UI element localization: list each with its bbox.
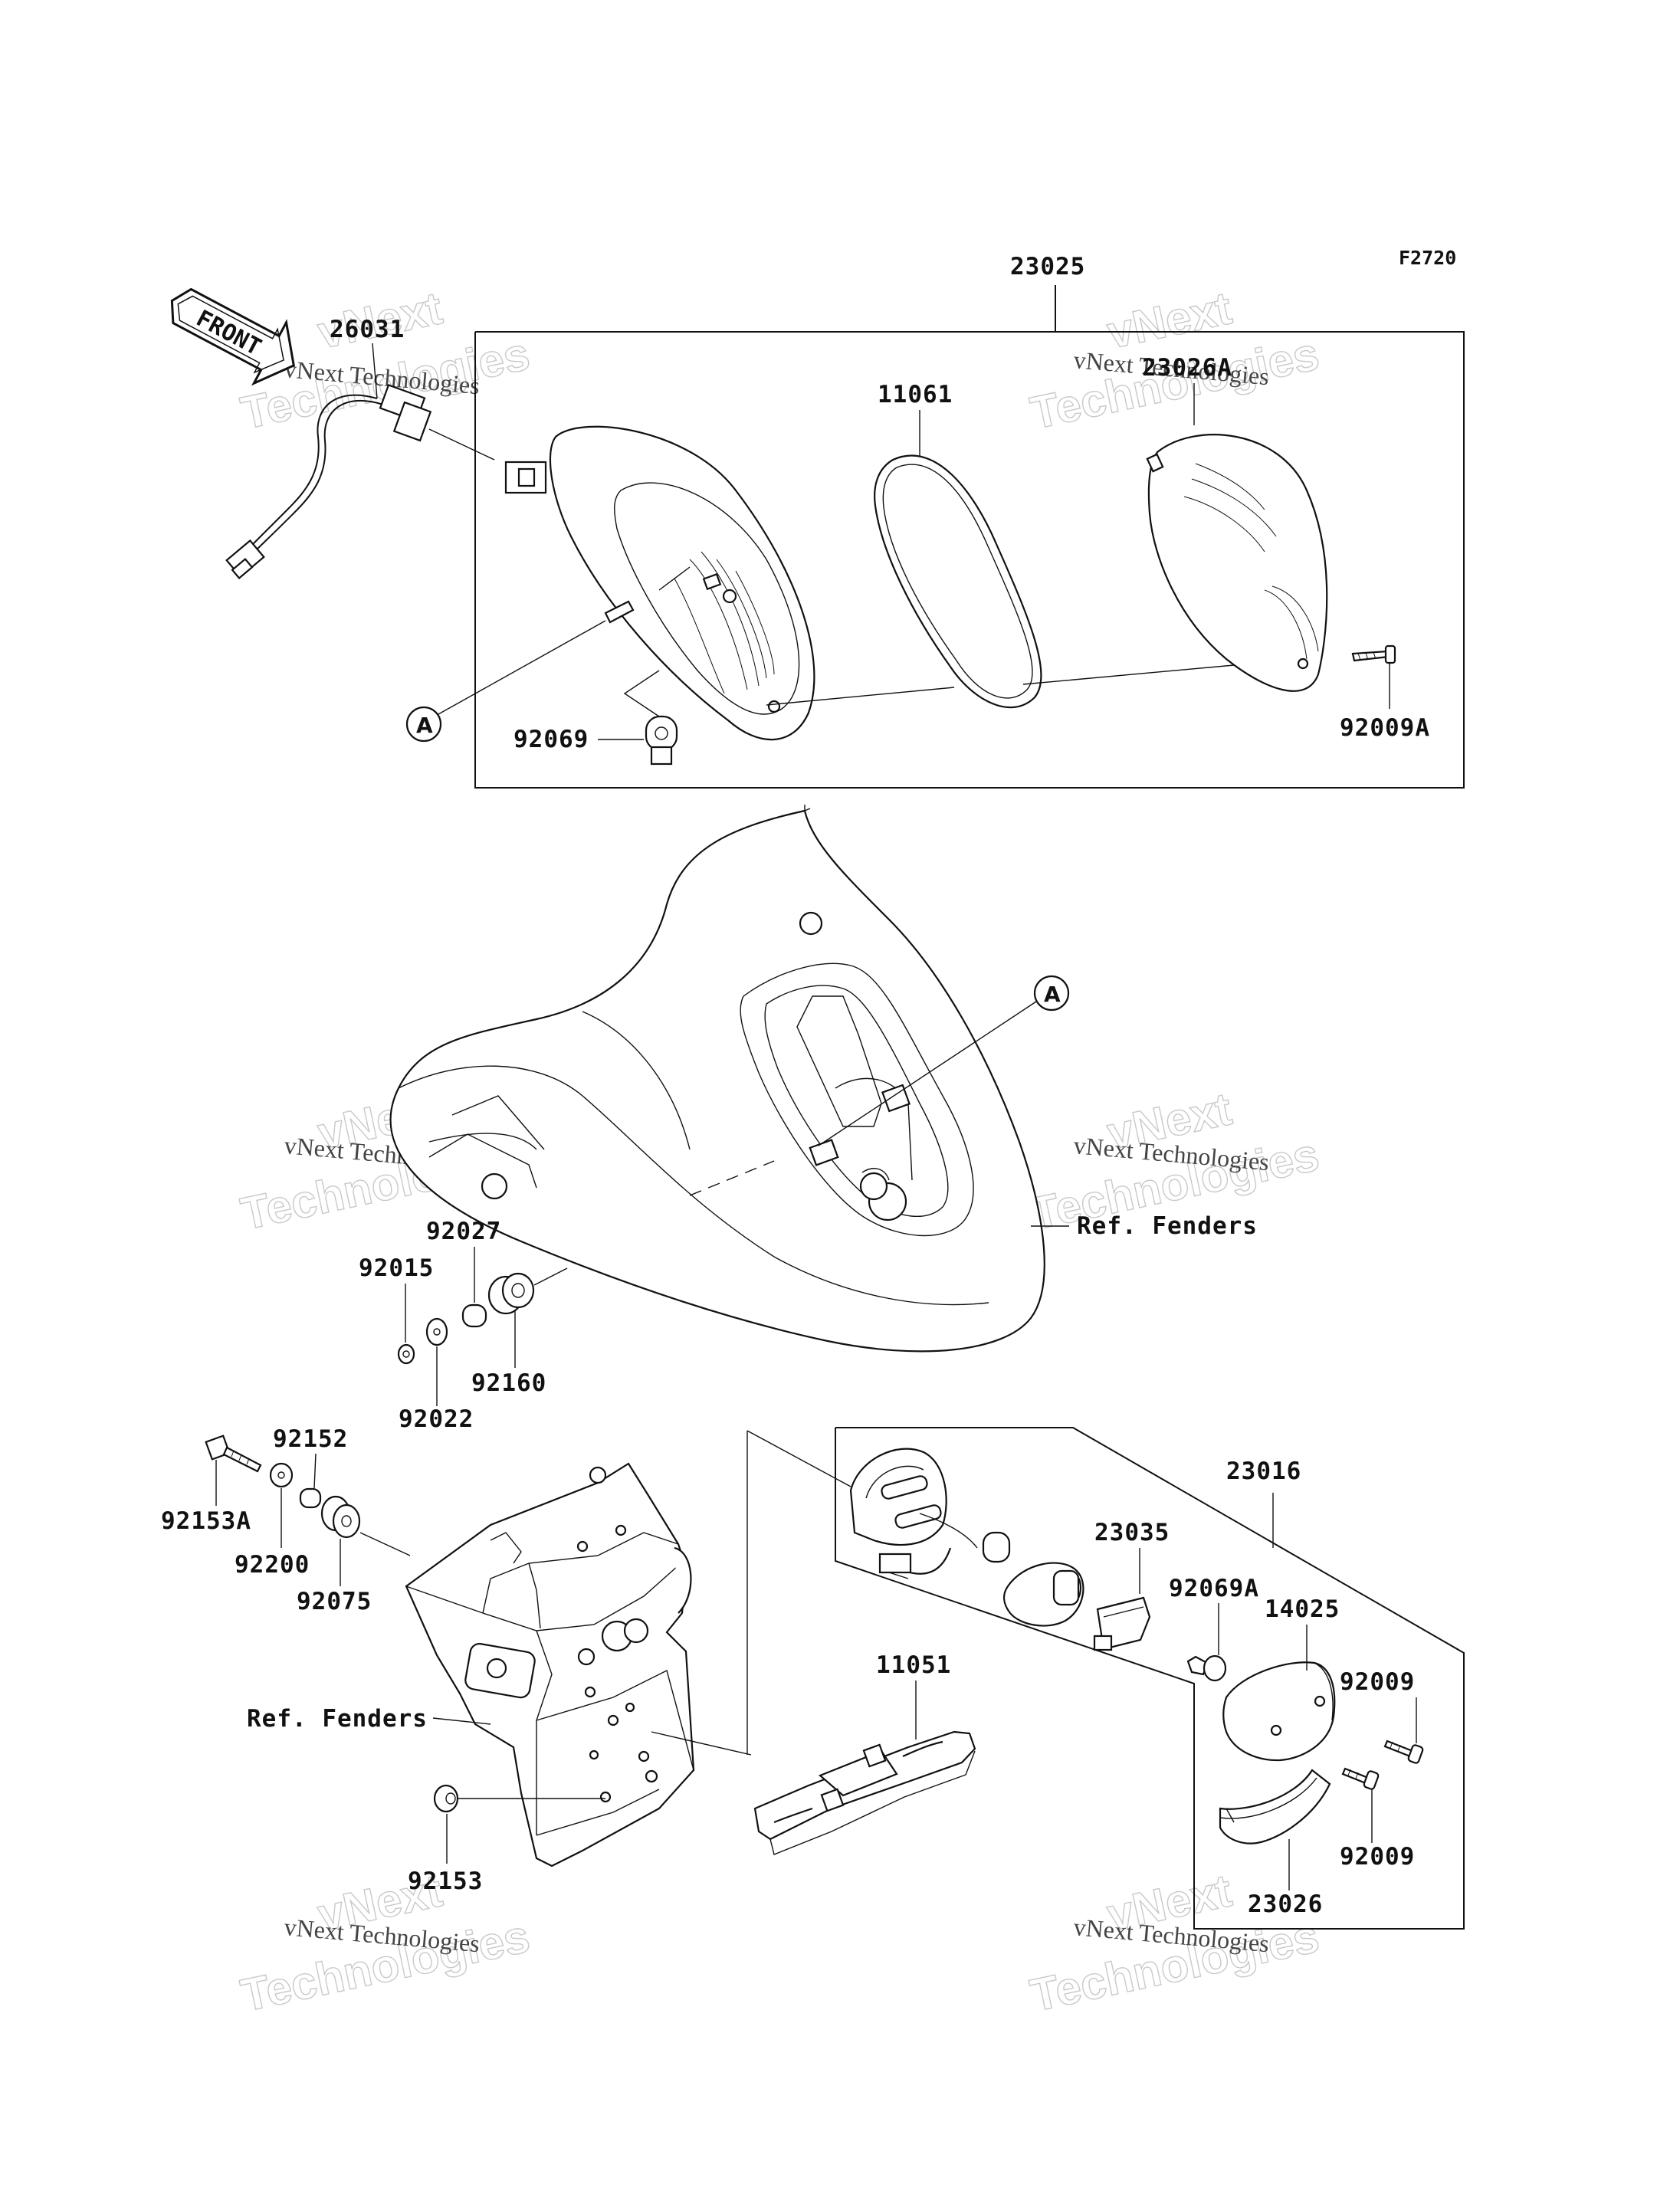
socket-housing: [849, 1448, 1011, 1579]
bolt-92153: [433, 1784, 605, 1813]
label-92027: 92027: [426, 1218, 501, 1245]
watermark-bottom-right: vNext Technologies vNext Technologies: [1025, 1864, 1324, 2022]
screw-92009A: [1351, 644, 1396, 664]
mount-fasteners: [269, 1462, 411, 1556]
label-23026A: 23026A: [1142, 354, 1232, 382]
ref-fenders-bottom: Ref. Fenders: [247, 1705, 428, 1733]
label-26031: 26031: [330, 316, 405, 343]
label-92009-upper: 92009: [1340, 1668, 1415, 1696]
license-light-assembly-box: [746, 1427, 1465, 1930]
bolt-92153A: [205, 1435, 262, 1473]
grommet-stack: [397, 1267, 568, 1365]
label-92153: 92153: [408, 1867, 483, 1895]
callout-a-middle: A: [818, 975, 1070, 1146]
label-92152: 92152: [273, 1425, 348, 1453]
label-23035: 23035: [1094, 1519, 1170, 1546]
bulb-92069A: [1186, 1654, 1227, 1682]
license-bracket-fender: [405, 1462, 695, 1867]
bulb-92069: [645, 715, 678, 766]
label-92069A: 92069A: [1169, 1575, 1259, 1602]
tail-light-assembly-box: [474, 285, 1465, 789]
label-92022: 92022: [399, 1405, 474, 1433]
label-92009A: 92009A: [1340, 714, 1430, 742]
label-92153A: 92153A: [161, 1507, 251, 1535]
svg-text:A: A: [416, 713, 433, 738]
label-23025: 23025: [1010, 253, 1085, 280]
socket-23035: [1003, 1562, 1084, 1627]
label-23026: 23026: [1248, 1890, 1323, 1918]
tail-light-housing: [504, 425, 815, 741]
svg-text:A: A: [1044, 982, 1061, 1007]
figure-code: F2720: [1399, 247, 1456, 269]
label-92015: 92015: [359, 1254, 434, 1282]
license-holder-11051: [753, 1730, 976, 1855]
clip-part: [1093, 1596, 1151, 1651]
label-92069: 92069: [514, 726, 589, 753]
label-11051: 11051: [876, 1651, 951, 1679]
label-92075: 92075: [297, 1588, 372, 1615]
ref-fenders-top: Ref. Fenders: [1077, 1212, 1258, 1240]
cover-23026: [1219, 1769, 1331, 1844]
screw-92009-lower: [1341, 1767, 1380, 1790]
wiring-harness-26031: [225, 384, 495, 579]
callout-a-top: A: [405, 620, 606, 743]
watermark-bottom-left: vNext Technologies vNext Technologies: [236, 1864, 534, 2022]
lens-cap-14025: [1222, 1661, 1336, 1762]
lens-23026A: [1146, 434, 1328, 692]
label-92200: 92200: [235, 1551, 310, 1579]
label-23016: 23016: [1226, 1458, 1301, 1485]
rear-fender: [389, 808, 1045, 1353]
screw-92009-upper: [1383, 1740, 1424, 1764]
label-92160: 92160: [471, 1369, 546, 1397]
label-14025: 14025: [1265, 1595, 1340, 1623]
label-92009-lower: 92009: [1340, 1843, 1415, 1871]
lens-gasket-11061: [874, 454, 1042, 709]
svg-text:vNext: vNext: [1103, 282, 1236, 359]
label-11061: 11061: [878, 381, 953, 408]
